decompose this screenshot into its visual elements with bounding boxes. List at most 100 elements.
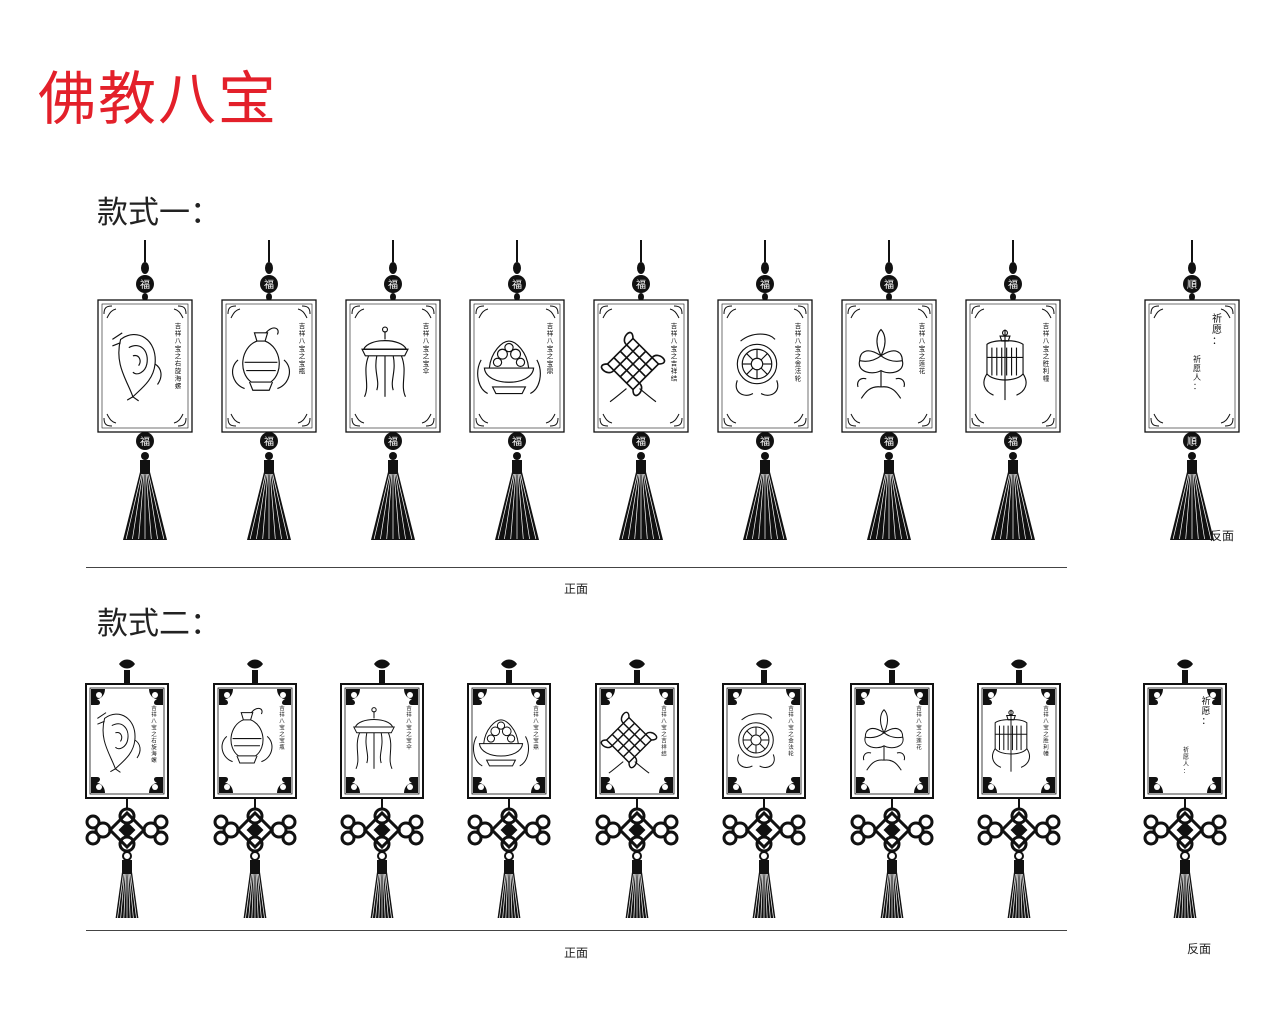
corner-ornament (793, 413, 807, 427)
corner-ornament (545, 305, 559, 319)
back-caption-style-two: 反面 (1187, 942, 1212, 956)
svg-text:祈: 祈 (1212, 313, 1222, 325)
svg-text:吉: 吉 (533, 705, 539, 712)
corner-ornament (473, 777, 487, 793)
bead-icon (761, 452, 769, 460)
corner-ornament (1220, 305, 1234, 319)
tassel-icon (625, 860, 649, 918)
conch-shell-icon (112, 332, 162, 402)
svg-text:八: 八 (406, 719, 412, 725)
svg-text:宝: 宝 (916, 724, 922, 732)
svg-text:金: 金 (788, 737, 794, 745)
knot-bead-icon (384, 432, 402, 450)
top-knot-icon (247, 659, 263, 669)
svg-text:祈: 祈 (1183, 746, 1189, 754)
corner-ornament (173, 305, 187, 319)
top-knot-icon (501, 659, 517, 669)
svg-text:螺: 螺 (175, 381, 182, 390)
svg-text:利: 利 (1043, 743, 1049, 751)
tassel-icon (495, 460, 539, 540)
top-knot-icon (884, 659, 900, 669)
conch-shell-icon (97, 712, 141, 773)
card-frame (717, 299, 813, 433)
card-inner-frame (969, 303, 1057, 429)
svg-text:吉: 吉 (406, 705, 412, 712)
knot-glyph: 福 (636, 435, 646, 448)
chinese-knot-icon (213, 807, 297, 853)
card-frame (221, 299, 317, 433)
svg-text:瓶: 瓶 (279, 743, 285, 751)
card-frame (965, 299, 1061, 433)
corner-ornament (297, 305, 311, 319)
card-frame (1144, 299, 1240, 433)
corner-ornament (475, 305, 489, 319)
svg-text:之: 之 (547, 351, 554, 360)
svg-text:之: 之 (671, 351, 678, 360)
svg-text:之: 之 (423, 351, 430, 360)
corner-ornament (1149, 689, 1163, 705)
svg-text:莲: 莲 (919, 359, 926, 368)
corner-ornament (1207, 777, 1221, 793)
svg-text:宝: 宝 (175, 344, 182, 353)
svg-text:祥: 祥 (919, 329, 926, 338)
svg-text:结: 结 (661, 750, 667, 758)
ring-icon (1180, 851, 1190, 861)
svg-text:轮: 轮 (788, 750, 794, 758)
svg-text:吉: 吉 (671, 360, 678, 368)
treasure-vase-icon (221, 707, 273, 764)
treasure-vase-icon (231, 327, 291, 391)
bead-icon (1188, 452, 1196, 460)
svg-text:旋: 旋 (175, 366, 182, 375)
bead-icon (885, 452, 893, 460)
divider-style-two (86, 930, 1067, 931)
svg-text:瓶: 瓶 (299, 367, 306, 375)
svg-text:吉: 吉 (1043, 322, 1050, 330)
bead-icon (389, 452, 397, 460)
card-frame (841, 299, 937, 433)
svg-text:八: 八 (916, 719, 922, 725)
corner-ornament (659, 689, 673, 705)
bead-icon (513, 262, 521, 274)
style-one-row: 福吉祥八宝之右旋海螺福福吉祥八宝之宝瓶福福吉祥八宝之宝伞福福吉祥八宝之宝鼎福福吉… (97, 240, 1240, 540)
bead-icon (1188, 262, 1196, 274)
svg-text:：: ： (1193, 382, 1201, 391)
tassel-icon (867, 460, 911, 540)
svg-text:吉: 吉 (1043, 705, 1049, 712)
corner-ornament (847, 305, 861, 319)
svg-text:宝: 宝 (661, 724, 667, 732)
knot-bead-icon (136, 275, 154, 293)
svg-text:八: 八 (795, 337, 802, 345)
svg-text:宝: 宝 (406, 724, 412, 732)
knot-glyph: 福 (264, 435, 274, 448)
svg-text:伞: 伞 (423, 366, 430, 375)
knot-bead-icon (508, 275, 526, 293)
bead-icon (637, 452, 645, 460)
svg-text:金: 金 (795, 359, 802, 368)
dharma-wheel-icon (737, 713, 775, 768)
tassel-icon (497, 860, 521, 918)
card-inner-frame (1147, 687, 1223, 795)
corner-ornament (103, 413, 117, 427)
knot-glyph: 福 (1008, 278, 1018, 291)
svg-text:之: 之 (795, 351, 802, 360)
bead-icon (141, 452, 149, 460)
corner-ornament (277, 777, 291, 793)
svg-text:八: 八 (151, 719, 157, 725)
ring-icon (632, 851, 642, 861)
knot-bead-icon (260, 432, 278, 450)
bead-icon (514, 293, 520, 301)
svg-text:八: 八 (279, 719, 285, 725)
corner-ornament (1150, 413, 1164, 427)
svg-text:伞: 伞 (406, 743, 412, 751)
knot-glyph: 福 (264, 278, 274, 291)
cord (506, 670, 512, 684)
svg-text:八: 八 (671, 337, 678, 345)
bowl-icon (477, 340, 541, 395)
victory-banner-icon (992, 709, 1030, 772)
